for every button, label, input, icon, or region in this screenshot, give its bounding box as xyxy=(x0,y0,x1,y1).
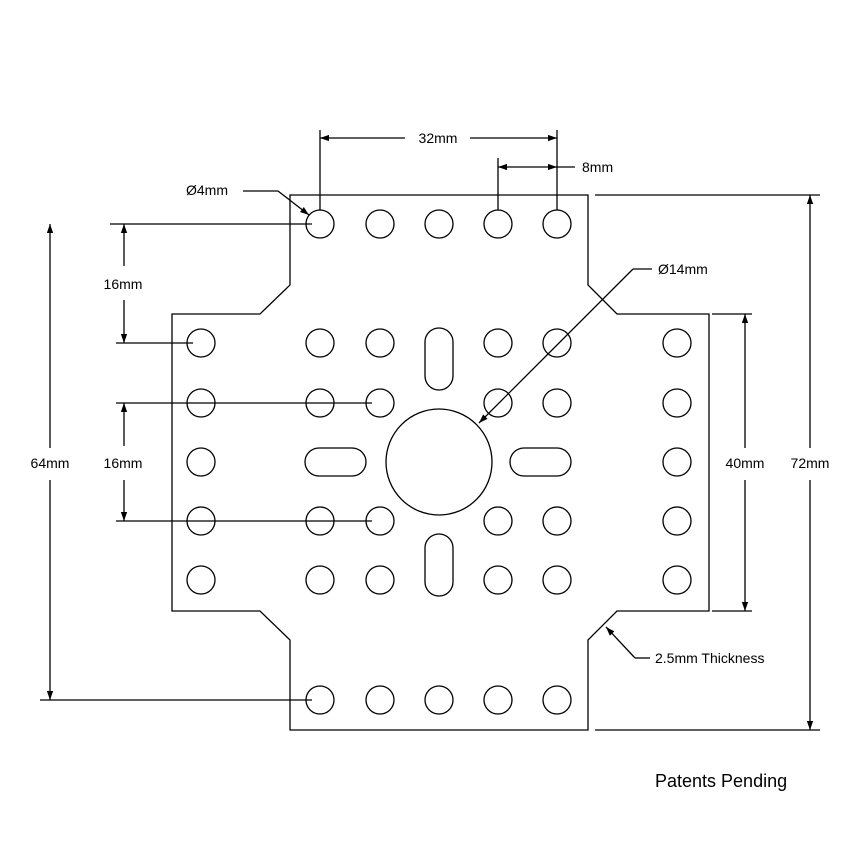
hole xyxy=(542,506,572,536)
dimension-16mm-middle: 16mm xyxy=(104,402,372,522)
center-bore xyxy=(385,408,493,516)
hole xyxy=(662,447,692,477)
hole xyxy=(365,685,395,715)
hole xyxy=(365,565,395,595)
dimension-8mm: 8mm xyxy=(497,158,613,210)
dimension-32mm: 32mm xyxy=(319,130,558,210)
leader-dia-14mm: Ø14mm xyxy=(478,261,708,424)
dimension-16mm-top: 16mm xyxy=(104,223,312,344)
label-16mm-middle: 16mm xyxy=(104,455,143,471)
hole xyxy=(305,565,335,595)
slot-left xyxy=(304,447,367,477)
label-dia-4mm: Ø4mm xyxy=(186,182,228,198)
hole xyxy=(662,506,692,536)
mounting-holes xyxy=(186,209,692,715)
slot-bottom xyxy=(424,533,454,597)
hole xyxy=(186,447,216,477)
hole xyxy=(424,685,454,715)
hole xyxy=(483,328,513,358)
hole xyxy=(662,328,692,358)
hole xyxy=(424,209,454,239)
hole xyxy=(542,328,572,358)
hole xyxy=(662,565,692,595)
hole xyxy=(483,209,513,239)
hole xyxy=(305,328,335,358)
slots xyxy=(304,327,572,597)
hole xyxy=(542,209,572,239)
hole xyxy=(542,685,572,715)
leader-thickness: 2.5mm Thickness xyxy=(605,626,764,666)
patents-pending-note: Patents Pending xyxy=(655,771,787,791)
label-72mm: 72mm xyxy=(791,455,830,471)
hole xyxy=(542,388,572,418)
label-8mm: 8mm xyxy=(582,159,613,175)
hole xyxy=(365,328,395,358)
hole xyxy=(483,685,513,715)
leader-dia-4mm: Ø4mm xyxy=(186,182,310,216)
label-16mm-top: 16mm xyxy=(104,276,143,292)
label-32mm: 32mm xyxy=(419,130,458,146)
hole xyxy=(483,388,513,418)
label-dia-14mm: Ø14mm xyxy=(658,261,708,277)
hole xyxy=(542,565,572,595)
dimension-72mm: 72mm xyxy=(595,194,830,731)
label-thickness: 2.5mm Thickness xyxy=(655,650,764,666)
hole xyxy=(365,209,395,239)
dimension-64mm: 64mm xyxy=(31,224,312,701)
slot-right xyxy=(509,447,572,477)
hole xyxy=(662,388,692,418)
hole xyxy=(483,565,513,595)
hole xyxy=(483,506,513,536)
dimension-40mm: 40mm xyxy=(712,313,765,612)
slot-top xyxy=(424,327,454,391)
hole xyxy=(186,565,216,595)
label-40mm: 40mm xyxy=(726,455,765,471)
label-64mm: 64mm xyxy=(31,455,70,471)
